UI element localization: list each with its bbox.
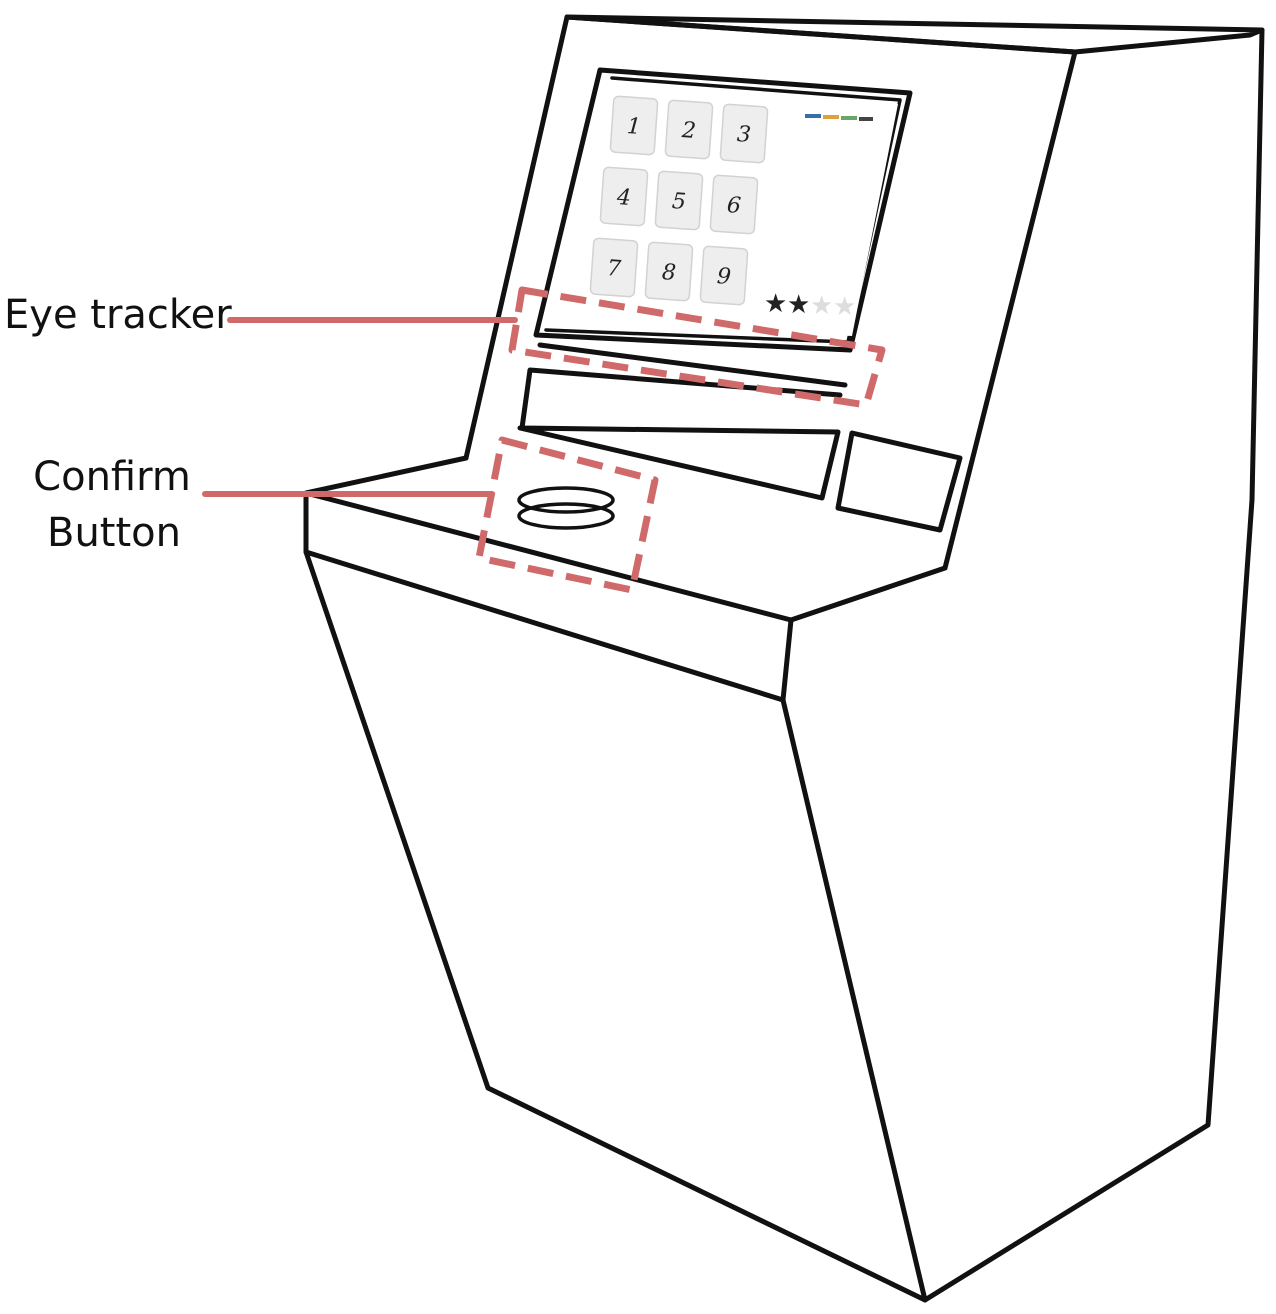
keypad-key-label: 4: [615, 185, 632, 211]
keypad-key-label: 3: [736, 122, 752, 148]
confirm-label-line-1: Confirm: [33, 454, 191, 500]
keypad-key-face: [609, 95, 659, 156]
keypad-key-1[interactable]: 1: [609, 95, 659, 156]
keypad-key-face: [654, 170, 704, 231]
pin-star-filled: ★: [787, 290, 810, 320]
confirm-button-base: [517, 502, 615, 530]
keypad-key-face: [699, 245, 749, 306]
keypad-key-label: 1: [626, 114, 642, 140]
kiosk-head-front: [463, 14, 1078, 571]
keypad-key-4[interactable]: 4: [599, 166, 649, 227]
keypad-key-face: [644, 241, 694, 302]
kiosk-sketch: [303, 14, 1265, 1303]
callout-confirm-button: Confirm Button: [33, 436, 659, 594]
keypad-key-9[interactable]: 9: [699, 245, 749, 306]
keypad-key-label: 2: [680, 118, 697, 144]
keypad-key-6[interactable]: 6: [709, 174, 759, 235]
bank-logo: [805, 114, 873, 121]
keypad-key-face: [589, 237, 639, 298]
kiosk-pedestal: [303, 549, 928, 1303]
keypad-key-label: 9: [716, 264, 732, 290]
keypad-key-7[interactable]: 7: [589, 237, 639, 298]
monitor-bezel: [533, 67, 913, 353]
screen-keypad: 1 2 3 4 5 6 7 8 9: [589, 95, 769, 306]
confirm-highlight-box: [475, 436, 659, 594]
monitor-bottom-bar: [537, 342, 848, 388]
keypad-key-label: 8: [661, 260, 677, 286]
keypad-key-8[interactable]: 8: [644, 241, 694, 302]
kiosk-counter-ledge: [303, 455, 948, 703]
keypad-key-face: [719, 103, 769, 164]
pin-star-filled: ★: [764, 289, 787, 319]
keypad-key-label: 6: [726, 193, 742, 219]
keypad-key-label: 5: [671, 189, 687, 215]
eye-tracker-label: Eye tracker: [4, 292, 232, 338]
keypad-key-5[interactable]: 5: [654, 170, 704, 231]
keypad-key-2[interactable]: 2: [664, 99, 714, 160]
eye-tracker-highlight-box: [508, 286, 886, 409]
kiosk-right-side: [922, 27, 1265, 1303]
confirm-label-line-2: Button: [47, 510, 181, 556]
confirm-button-cap[interactable]: [517, 486, 615, 514]
callout-eye-tracker: Eye tracker: [4, 286, 886, 409]
card-slot: [517, 367, 843, 501]
pin-star-empty: ★: [810, 291, 833, 321]
keypad-key-3[interactable]: 3: [719, 103, 769, 164]
pin-star-empty: ★: [833, 292, 856, 322]
pin-entry-indicator: ★★★★: [764, 289, 856, 322]
keypad-key-face: [664, 99, 714, 160]
keypad-key-label: 7: [606, 256, 622, 282]
keypad-key-face: [599, 166, 649, 227]
side-panel: [835, 430, 963, 533]
keypad-key-face: [709, 174, 759, 235]
